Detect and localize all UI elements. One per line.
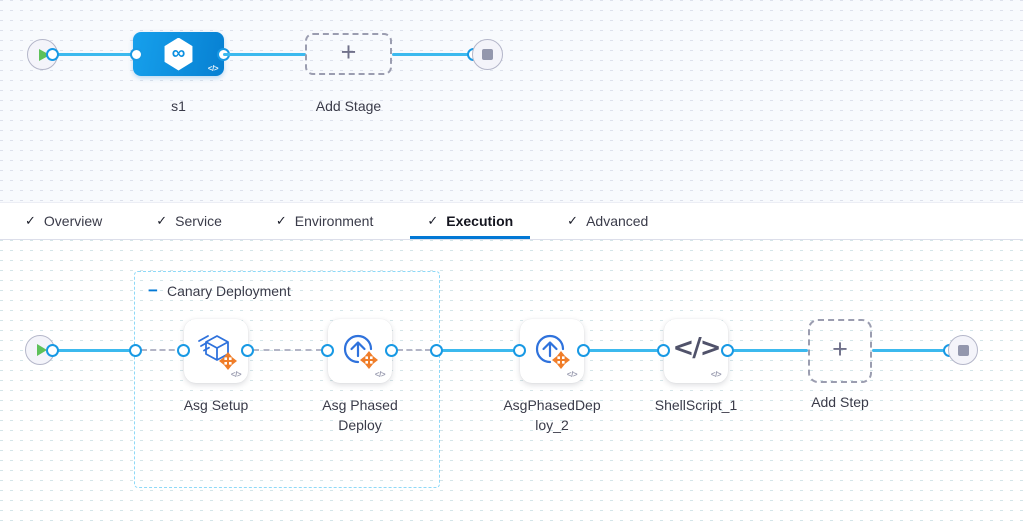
- tab-service[interactable]: ✓ Service: [139, 203, 239, 239]
- edge-step4-to-addstep: [733, 349, 808, 352]
- check-icon: ✓: [275, 213, 287, 228]
- port: [513, 344, 526, 357]
- tab-advanced[interactable]: ✓ Advanced: [550, 203, 665, 239]
- step-label[interactable]: AsgPhasedDeploy_2: [503, 397, 601, 433]
- port: [241, 344, 254, 357]
- edge-step3-to-step4: [589, 349, 658, 352]
- add-stage-button[interactable]: +: [305, 33, 392, 75]
- stop-icon: [957, 344, 969, 356]
- tab-label: Advanced: [586, 213, 649, 229]
- edge-group-to-step1: [141, 349, 184, 351]
- edge-start-to-stage: [52, 53, 138, 56]
- edge-group-to-step3: [442, 349, 514, 352]
- play-icon: [38, 48, 50, 61]
- cd-hexagon-icon: ∞: [164, 37, 193, 71]
- tab-label: Overview: [43, 213, 103, 229]
- stage-graph-canvas[interactable]: ∞ </> + s1 Add Stage: [0, 0, 1023, 202]
- step-label[interactable]: Asg Setup: [183, 397, 249, 413]
- edge-step1-to-step2: [253, 349, 322, 351]
- port: [657, 344, 670, 357]
- step-card-asg-phased-deploy-2[interactable]: </>: [520, 319, 584, 383]
- edge-addstep-to-end: [872, 349, 944, 352]
- tab-execution[interactable]: ✓ Execution: [410, 203, 531, 239]
- cd-infinity-icon: ∞: [171, 42, 186, 64]
- port: [721, 344, 734, 357]
- plus-icon: +: [340, 37, 357, 67]
- asg-phased-deploy-icon: [535, 334, 570, 369]
- edge-addstage-to-end: [392, 53, 470, 56]
- tab-environment[interactable]: ✓ Environment: [259, 203, 391, 239]
- execution-graph-canvas[interactable]: − Canary Deployment </> </>: [0, 240, 1023, 521]
- step-group-canary-deployment[interactable]: [134, 271, 440, 488]
- template-code-icon: </>: [374, 370, 386, 379]
- asg-setup-icon: [198, 335, 237, 370]
- check-icon: ✓: [25, 213, 36, 228]
- template-code-icon: </>: [207, 64, 219, 73]
- port: [129, 344, 142, 357]
- tab-label: Service: [175, 213, 222, 229]
- check-icon: ✓: [156, 213, 168, 228]
- step-group-label[interactable]: Canary Deployment: [167, 283, 291, 299]
- play-icon: [36, 344, 47, 356]
- stage-config-tabbar: ✓ Overview ✓ Service ✓ Environment ✓ Exe…: [0, 202, 1023, 240]
- add-step-button[interactable]: +: [808, 319, 872, 383]
- plus-icon: +: [832, 334, 848, 364]
- port: [430, 344, 443, 357]
- tab-label: Environment: [294, 213, 374, 229]
- port: [385, 344, 398, 357]
- template-code-icon: </>: [230, 370, 242, 379]
- pipeline-end-node: [472, 39, 503, 70]
- add-stage-label[interactable]: Add Stage: [315, 98, 382, 114]
- asg-phased-deploy-icon: [343, 334, 378, 369]
- execution-end-node: [948, 335, 978, 365]
- step-card-asg-phased-deploy[interactable]: </>: [328, 319, 392, 383]
- port: [130, 48, 143, 61]
- collapse-group-icon[interactable]: −: [148, 281, 158, 300]
- tab-label: Execution: [446, 213, 514, 229]
- step-label[interactable]: ShellScript_1: [654, 397, 738, 413]
- edge-stage-to-addstage: [223, 53, 306, 56]
- tab-overview[interactable]: ✓ Overview: [8, 203, 119, 239]
- template-code-icon: </>: [566, 370, 578, 379]
- shell-script-icon: </>: [672, 333, 721, 363]
- port: [46, 344, 59, 357]
- stage-node-s1[interactable]: ∞ </>: [133, 32, 224, 76]
- check-icon: ✓: [567, 213, 579, 228]
- stage-label[interactable]: s1: [171, 98, 186, 114]
- add-step-label[interactable]: Add Step: [811, 394, 869, 410]
- stop-icon: [482, 49, 493, 60]
- port: [46, 48, 59, 61]
- edge-start-to-group: [52, 349, 136, 352]
- port: [177, 344, 190, 357]
- step-card-shellscript-1[interactable]: </> </>: [664, 319, 728, 383]
- edge-step2-to-group-exit: [397, 349, 431, 351]
- step-label[interactable]: Asg Phased Deploy: [322, 397, 398, 433]
- template-code-icon: </>: [710, 370, 722, 379]
- step-card-asg-setup[interactable]: </>: [184, 319, 248, 383]
- port: [577, 344, 590, 357]
- port: [321, 344, 334, 357]
- check-icon: ✓: [427, 213, 439, 228]
